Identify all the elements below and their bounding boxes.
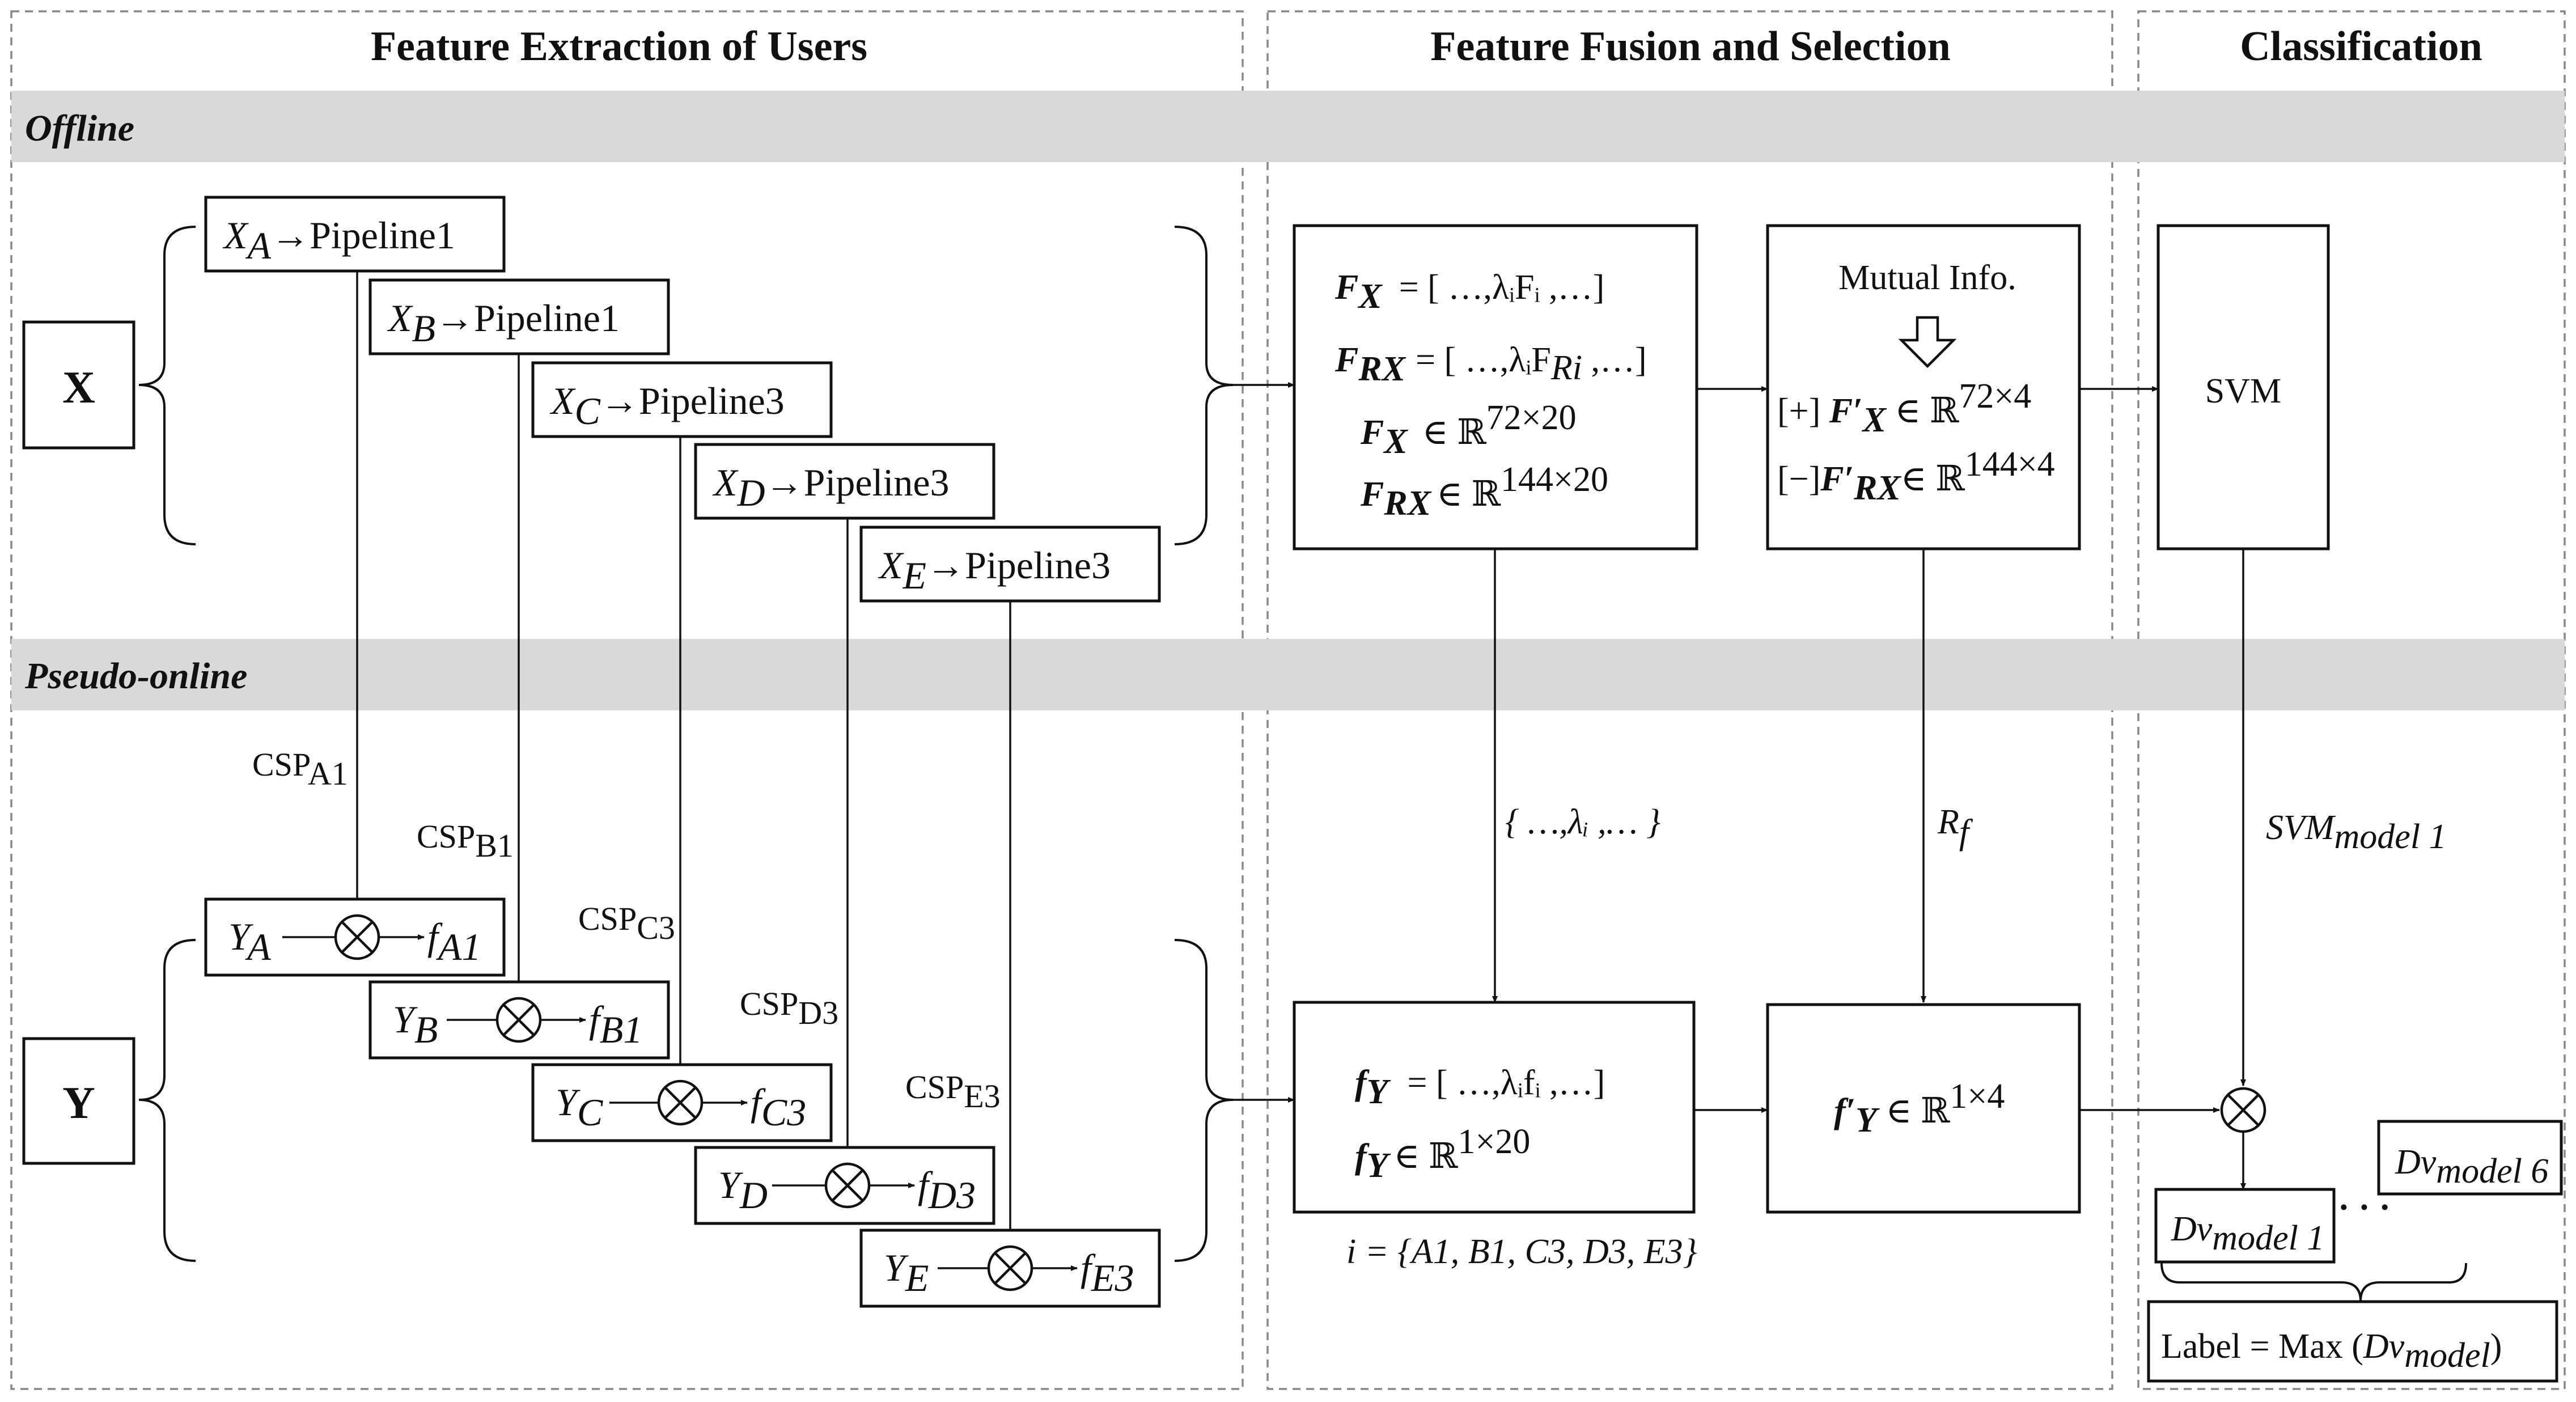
online-row-input-c: YC <box>556 1081 603 1134</box>
fusion-offline-line3: FX∈ ℝ72×20 <box>1360 399 1577 461</box>
csp-label-a1: CSPA1 <box>252 746 348 792</box>
online-row-input-d: YD <box>718 1163 768 1217</box>
fusion-offline-line1: FX= [ …,λᵢFᵢ ,…] <box>1334 268 1604 316</box>
online-right-brace <box>1174 939 1234 1262</box>
pipeline-box-a <box>204 196 506 273</box>
header-classification: Classification <box>2240 23 2482 70</box>
header-extraction: Feature Extraction of Users <box>371 23 867 70</box>
pipeline-label-e: XE→Pipeline3 <box>878 544 1111 597</box>
mutual-info-title: Mutual Info. <box>1838 259 2016 297</box>
csp-label-d3: CSPD3 <box>740 985 838 1031</box>
multiply-node-a <box>334 914 380 960</box>
pipeline-box-c <box>531 361 833 438</box>
lambda-link-label: { …,λᵢ ,… } <box>1505 803 1660 841</box>
final-label-box <box>2147 1300 2558 1383</box>
input-x-box <box>22 320 135 450</box>
pipeline-box-b <box>368 278 670 355</box>
mutual-info-down-arrow <box>1898 316 1957 368</box>
pipeline-label-b: XB→Pipeline1 <box>387 297 620 350</box>
svm-model-link-label: SVMmodel 1 <box>2266 808 2447 856</box>
selection-offline-box <box>1766 224 2081 550</box>
fusion-offline-box <box>1293 224 1698 550</box>
input-y-brace <box>138 939 196 1262</box>
rf-link-label: Rf <box>1937 803 1973 852</box>
classifier-multiply-node <box>2220 1087 2266 1133</box>
pipeline-group: XA→Pipeline1XB→Pipeline1XC→Pipeline3XD→P… <box>204 196 1161 1247</box>
final-label-text: Label = Max (Dvmodel) <box>2161 1327 2502 1375</box>
svm-box <box>2156 224 2330 550</box>
pipeline-label-a: XA→Pipeline1 <box>222 214 455 267</box>
pipeline-box-d <box>694 443 995 520</box>
fusion-offline-line2: FRX= [ …,λᵢFRi ,…] <box>1334 341 1647 388</box>
selection-offline-line1: [+] F′X ∈ ℝ72×4 <box>1777 377 2031 439</box>
multiply-node-e <box>987 1245 1033 1291</box>
multiply-node-d <box>824 1162 871 1209</box>
fusion-online-box <box>1293 1001 1696 1214</box>
online-row-output-c3: fC3 <box>751 1081 806 1134</box>
fusion-online-line1: fY= [ …,λᵢfᵢ ,…] <box>1355 1064 1605 1111</box>
fusion-offline-line4: FRX∈ ℝ144×20 <box>1360 460 1608 523</box>
dv-model6-label: Dvmodel 6 <box>2395 1143 2548 1191</box>
models-brace <box>2160 1263 2467 1302</box>
selection-online-line: f′Y ∈ ℝ1×4 <box>1834 1077 2005 1140</box>
csp-label-e3: CSPE3 <box>905 1069 1001 1115</box>
offline-band <box>11 91 2565 162</box>
selection-online-box <box>1766 1003 2081 1214</box>
index-set-label: i = {A1, B1, C3, D3, E3} <box>1346 1232 1697 1271</box>
input-y-box <box>22 1037 135 1165</box>
dv-model1-box <box>2154 1188 2336 1264</box>
band-label-pseudo-online: Pseudo-online <box>24 655 247 697</box>
online-row-input-b: YB <box>393 998 438 1051</box>
pipeline-label-c: XC→Pipeline3 <box>549 379 785 433</box>
multiply-node-b <box>495 997 542 1043</box>
pseudo-online-band <box>11 639 2565 710</box>
fusion-online-line2: fY∈ ℝ1×20 <box>1355 1123 1530 1185</box>
dv-model1-label: Dvmodel 1 <box>2171 1210 2324 1257</box>
dv-model6-box <box>2377 1120 2563 1196</box>
csp-label-b1: CSPB1 <box>417 818 514 864</box>
svm-label: SVM <box>2205 372 2281 410</box>
online-row-input-e: YE <box>884 1246 929 1299</box>
online-row-output-b1: fB1 <box>589 998 642 1051</box>
pipeline-label-d: XD→Pipeline3 <box>712 461 950 514</box>
ellipsis-dots: · · · <box>2338 1188 2391 1227</box>
input-x-brace <box>138 226 196 545</box>
band-label-offline: Offline <box>25 108 134 149</box>
pipeline-box-e <box>859 526 1161 603</box>
offline-right-brace <box>1174 226 1234 545</box>
multiply-node-c <box>657 1079 704 1126</box>
input-x-label: X <box>62 363 95 413</box>
online-row-box-c <box>531 1063 833 1142</box>
input-y-label: Y <box>62 1078 95 1128</box>
header-fusion: Feature Fusion and Selection <box>1430 23 1950 70</box>
selection-offline-line2: [−]F′RX∈ ℝ144×4 <box>1777 445 2055 507</box>
csp-label-c3: CSPC3 <box>578 900 675 946</box>
